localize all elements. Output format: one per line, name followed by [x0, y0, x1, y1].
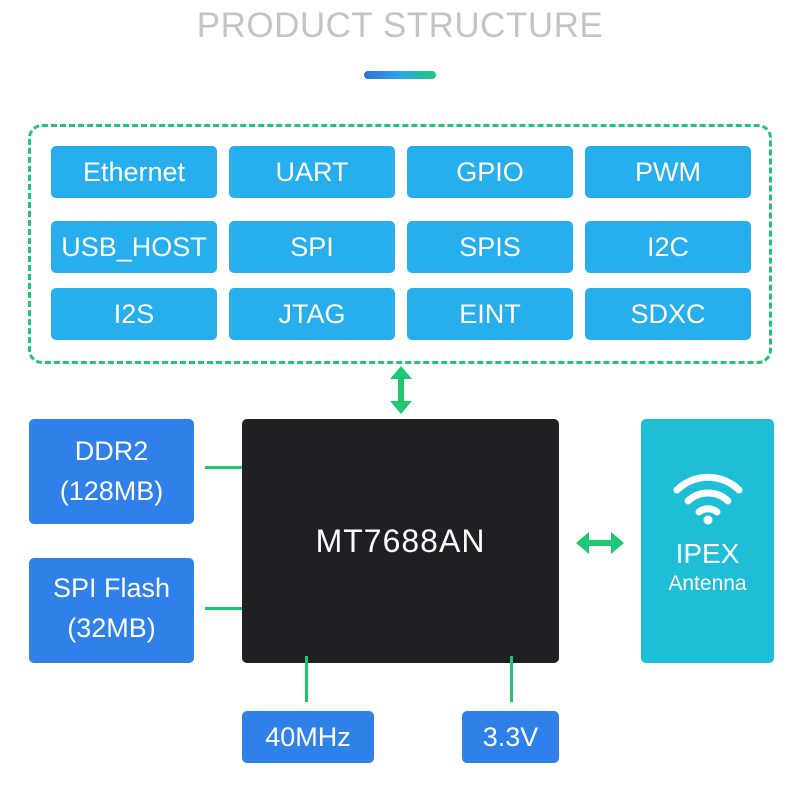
interface-gpio: GPIO [407, 146, 573, 198]
antenna-label-ipex: IPEX [675, 538, 740, 569]
interface-uart: UART [229, 146, 395, 198]
interface-spi: SPI [229, 221, 395, 273]
spi-flash-size: (32MB) [67, 613, 156, 643]
voltage-box: 3.3V [462, 711, 559, 763]
ddr2-size: (128MB) [59, 476, 164, 506]
ipex-antenna-box: IPEX Antenna [641, 419, 774, 663]
title-underline [364, 71, 436, 79]
clock-box: 40MHz [242, 711, 374, 763]
interface-ethernet: Ethernet [51, 146, 217, 198]
spi-flash-box: SPI Flash (32MB) [29, 558, 194, 663]
interface-sdxc: SDXC [585, 288, 751, 340]
voltage-connector [510, 656, 513, 702]
bus-double-arrow-icon [390, 366, 412, 414]
page-title: PRODUCT STRUCTURE [196, 6, 604, 45]
interface-usb-host: USB_HOST [51, 221, 217, 273]
ddr2-label: DDR2 [74, 436, 149, 466]
interface-jtag: JTAG [229, 288, 395, 340]
ddr2-memory-box: DDR2 (128MB) [29, 419, 194, 524]
flash-connector [205, 607, 249, 610]
wifi-icon [673, 473, 743, 525]
clock-connector [305, 656, 308, 702]
spi-flash-label: SPI Flash [52, 573, 171, 603]
antenna-double-arrow-icon [576, 532, 624, 554]
antenna-label-antenna: Antenna [668, 572, 747, 595]
ddr2-connector [205, 466, 249, 469]
interface-i2c: I2C [585, 221, 751, 273]
mt7688an-chip: MT7688AN [242, 419, 559, 663]
interfaces-group [28, 124, 772, 364]
interface-spis: SPIS [407, 221, 573, 273]
interface-pwm: PWM [585, 146, 751, 198]
interface-eint: EINT [407, 288, 573, 340]
interface-i2s: I2S [51, 288, 217, 340]
